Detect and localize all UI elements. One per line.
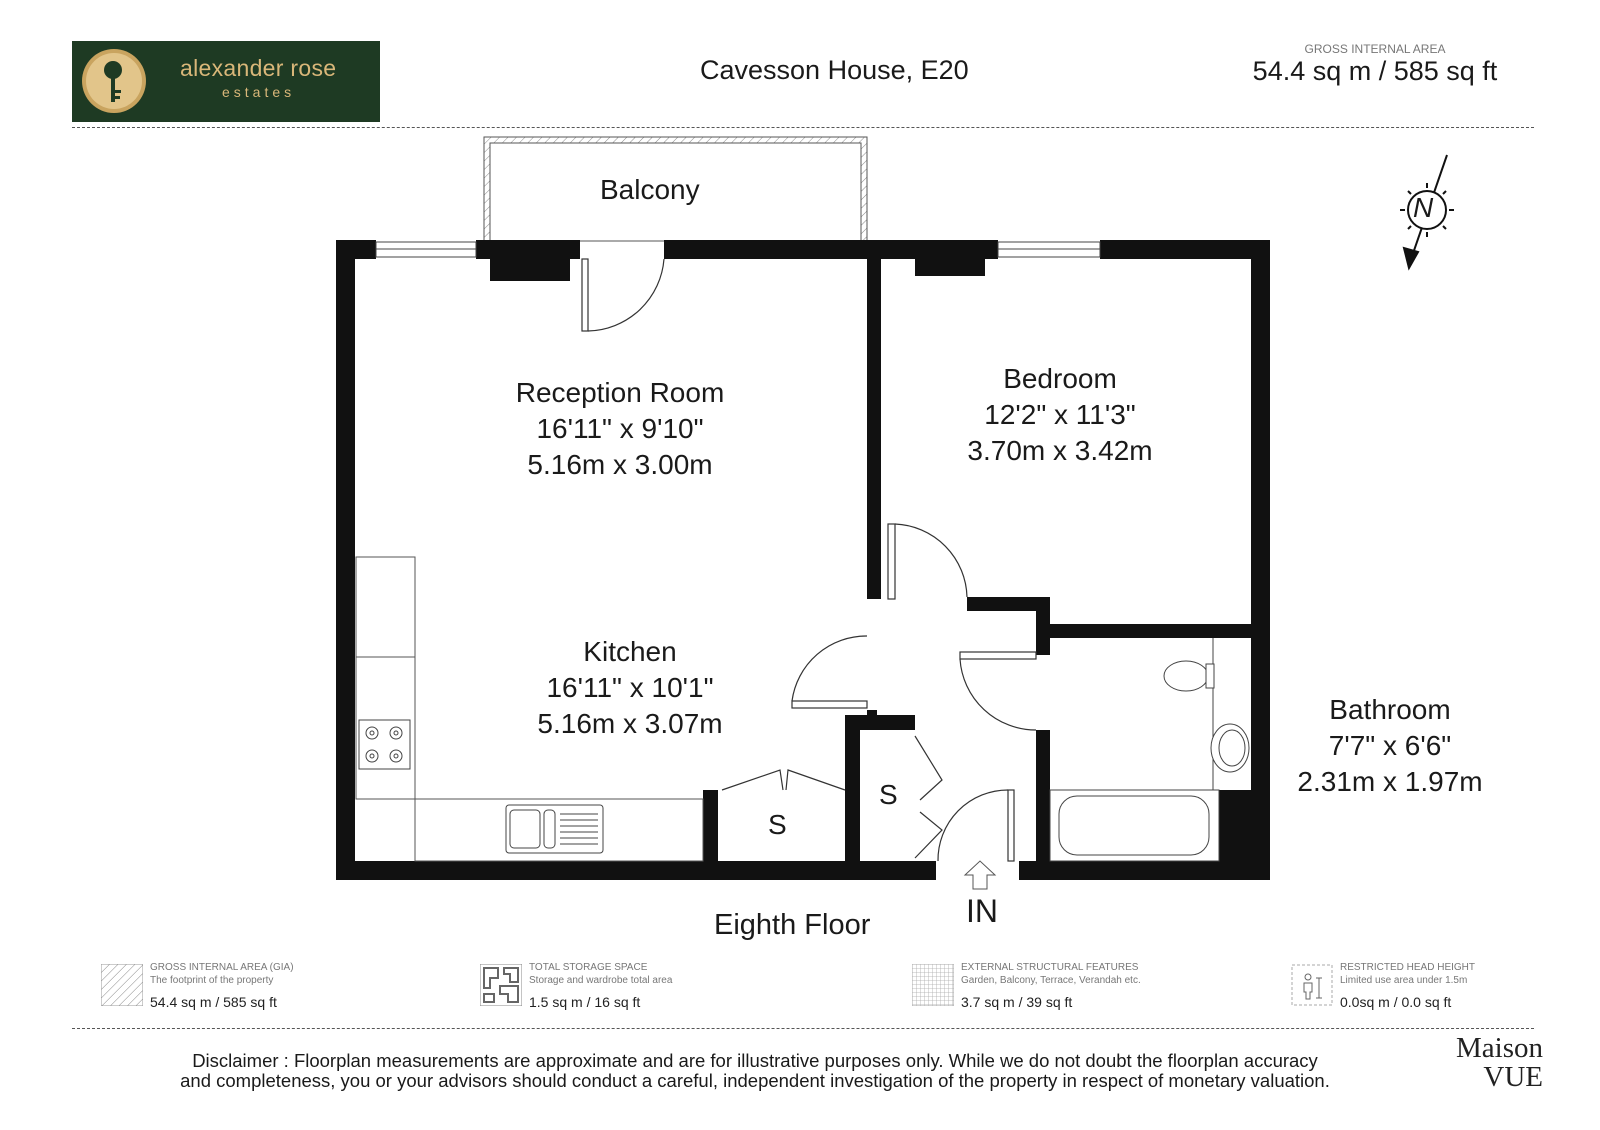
- bathroom-fittings: [1049, 638, 1220, 862]
- balcony-label: Balcony: [600, 174, 700, 205]
- key-title: GROSS INTERNAL AREA (GIA): [150, 962, 294, 973]
- sink-icon: [505, 804, 604, 854]
- brand-subtitle: estates: [222, 84, 296, 100]
- key-desc: Garden, Balcony, Terrace, Verandah etc.: [961, 975, 1141, 986]
- toilet-icon: [1163, 660, 1215, 692]
- disclaimer-line: Disclaimer : Floorplan measurements are …: [192, 1050, 1318, 1071]
- balcony-outline: [483, 136, 868, 242]
- grid-swatch-icon: [912, 964, 954, 1006]
- bathroom-imperial: 7'7" x 6'6": [1328, 730, 1452, 761]
- key-value: 54.4 sq m / 585 sq ft: [150, 994, 277, 1010]
- vue-logo-line: VUE: [1483, 1061, 1543, 1093]
- reception-room-label: Reception Room 16'11" x 9'10" 5.16m x 3.…: [470, 375, 770, 483]
- walls: [336, 240, 1270, 880]
- key-logo-icon: [82, 49, 146, 113]
- key-title: RESTRICTED HEAD HEIGHT: [1340, 962, 1476, 973]
- reception-room-imperial: 16'11" x 9'10": [536, 413, 704, 444]
- reception-room-metric: 5.16m x 3.00m: [527, 449, 713, 480]
- kitchen-units: [355, 556, 704, 862]
- doors: [581, 258, 1037, 862]
- brand-logo: alexander rose estates: [72, 41, 380, 122]
- windows: [375, 241, 1101, 258]
- key-value: 3.7 sq m / 39 sq ft: [961, 994, 1073, 1010]
- bedroom-imperial: 12'2" x 11'3": [984, 399, 1136, 430]
- storage-swatch-icon: [480, 964, 522, 1006]
- key-value: 1.5 sq m / 16 sq ft: [529, 994, 641, 1010]
- bathroom-name: Bathroom: [1329, 694, 1451, 725]
- disclaimer-line: and completeness, you or your advisors s…: [180, 1070, 1330, 1091]
- basin-icon: [1210, 723, 1250, 773]
- entrance-label: IN: [966, 893, 998, 929]
- bedroom-name: Bedroom: [1003, 363, 1117, 394]
- hob-icon: [358, 719, 411, 770]
- bathroom-metric: 2.31m x 1.97m: [1297, 766, 1483, 797]
- compass-north-label: N: [1413, 192, 1434, 223]
- bathroom-label: Bathroom 7'7" x 6'6" 2.31m x 1.97m: [1270, 692, 1510, 800]
- kitchen-imperial: 16'11" x 10'1": [546, 672, 714, 703]
- kitchen-name: Kitchen: [583, 636, 677, 667]
- floor-label: Eighth Floor: [714, 909, 871, 941]
- key-value: 0.0sq m / 0.0 sq ft: [1340, 994, 1452, 1010]
- footer-divider: [72, 1028, 1534, 1029]
- maison-logo-line: Maison: [1456, 1032, 1543, 1064]
- north-compass-icon: [1400, 154, 1454, 271]
- storage-label: S: [879, 779, 898, 810]
- gia-value: 54.4 sq m / 585 sq ft: [1252, 56, 1498, 86]
- key-desc: The footprint of the property: [150, 975, 274, 986]
- key-desc: Storage and wardrobe total area: [529, 975, 673, 986]
- brand-name: alexander rose: [180, 55, 337, 81]
- entrance-arrow-icon: [963, 860, 997, 890]
- kitchen-metric: 5.16m x 3.07m: [537, 708, 723, 739]
- maison-vue-logo: Maison VUE: [1428, 1034, 1543, 1092]
- kitchen-label: Kitchen 16'11" x 10'1" 5.16m x 3.07m: [500, 634, 760, 742]
- header-divider: [72, 127, 1534, 128]
- key-desc: Limited use area under 1.5m: [1340, 975, 1468, 986]
- person-height-icon: [1291, 964, 1333, 1006]
- bedroom-metric: 3.70m x 3.42m: [967, 435, 1153, 466]
- key-title: TOTAL STORAGE SPACE: [529, 962, 648, 973]
- property-address: Cavesson House, E20: [700, 55, 969, 85]
- disclaimer: Disclaimer : Floorplan measurements are …: [100, 1051, 1410, 1091]
- key-title: EXTERNAL STRUCTURAL FEATURES: [961, 962, 1139, 973]
- hatch-swatch-icon: [101, 964, 143, 1006]
- gia-label: GROSS INTERNAL AREA: [1304, 42, 1446, 56]
- storage-label: S: [768, 809, 787, 840]
- bedroom-label: Bedroom 12'2" x 11'3" 3.70m x 3.42m: [930, 361, 1190, 469]
- reception-room-name: Reception Room: [515, 377, 725, 408]
